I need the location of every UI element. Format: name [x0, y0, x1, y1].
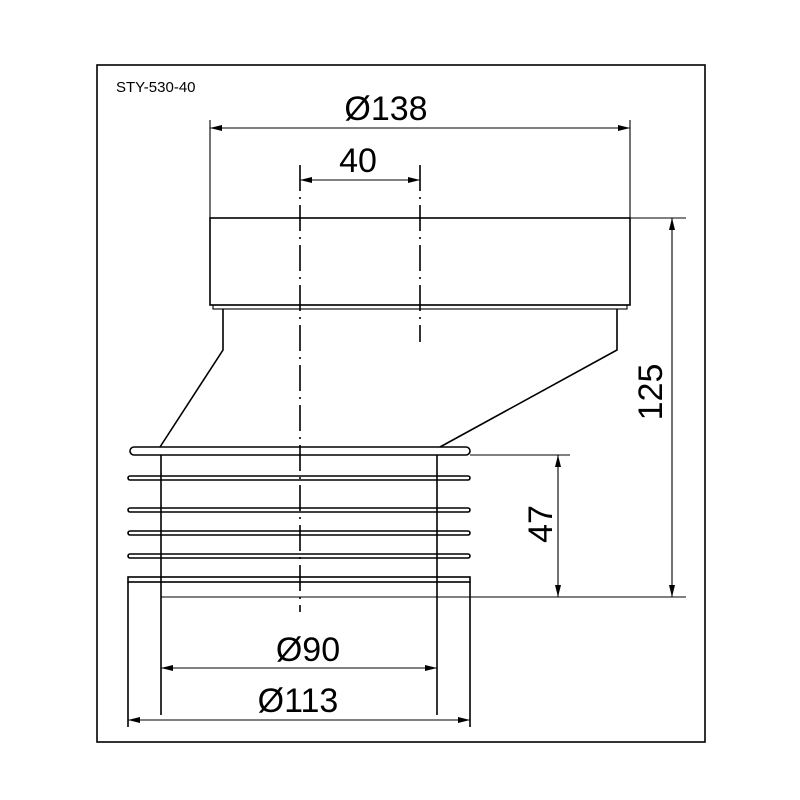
centerlines: [299, 165, 421, 612]
svg-text:40: 40: [339, 142, 377, 180]
svg-text:Ø113: Ø113: [258, 682, 339, 720]
drawing-frame: [96, 64, 706, 743]
dimension-socket-height: 47: [522, 455, 561, 597]
dimension-total-height: 125: [632, 218, 675, 597]
dimension-offset: 40: [300, 142, 420, 183]
pipe-outline: [127, 217, 631, 727]
dimension-inner-diameter: Ø90: [161, 631, 437, 671]
svg-text:47: 47: [522, 505, 560, 543]
dimension-outer-diameter: Ø113: [128, 682, 470, 723]
svg-text:Ø90: Ø90: [276, 631, 340, 669]
svg-text:125: 125: [632, 364, 670, 421]
model-label: STY-530-40: [116, 79, 196, 96]
extension-lines: [161, 120, 686, 598]
svg-text:Ø138: Ø138: [344, 90, 427, 128]
dimension-top-diameter: Ø138: [210, 90, 630, 131]
